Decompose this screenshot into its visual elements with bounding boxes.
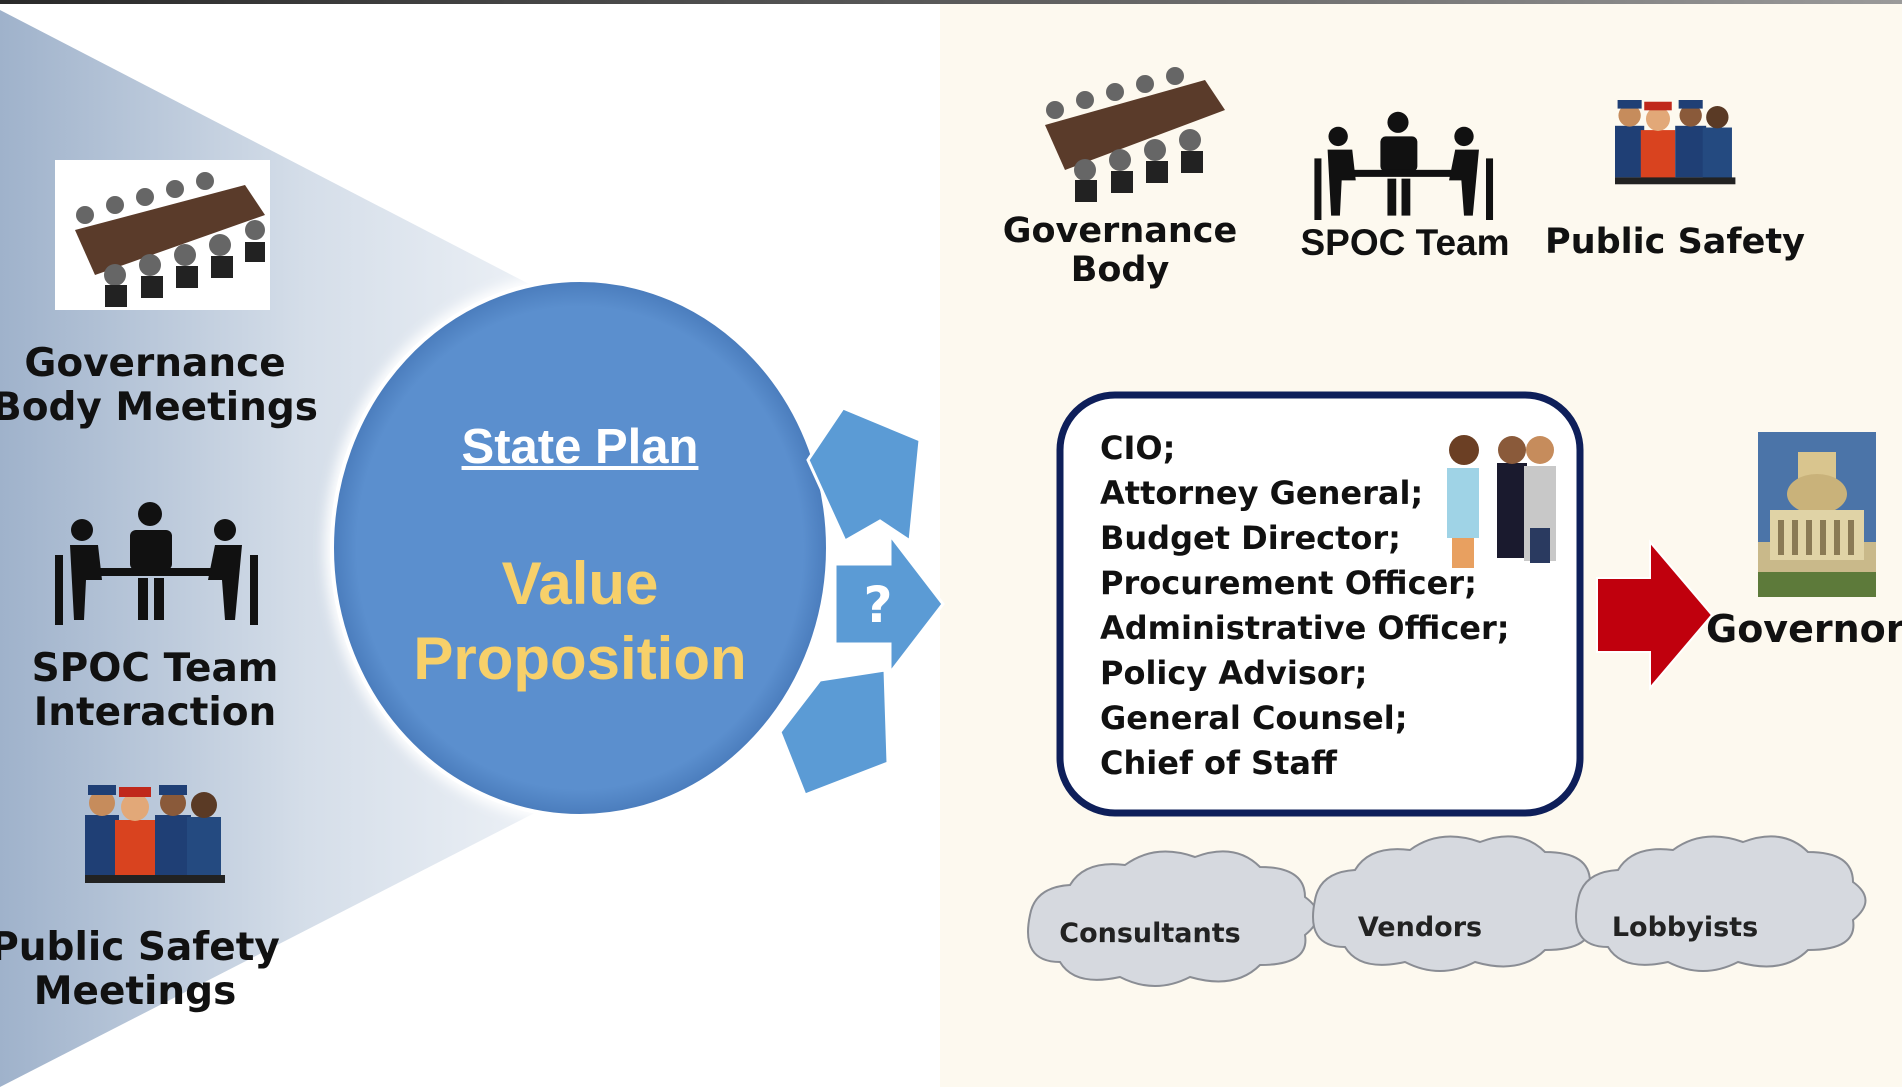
value-proposition-circle	[330, 278, 830, 818]
conference-table-icon	[55, 160, 270, 310]
public-safety-people-icon	[1615, 100, 1736, 185]
capitol-dome-icon	[1758, 432, 1876, 597]
conference-table-icon	[1045, 67, 1225, 202]
blue-arrows	[778, 406, 945, 797]
role-item: CIO;	[1100, 429, 1176, 467]
state-plan-heading: State Plan	[461, 420, 699, 474]
governor-label: Governor	[1706, 607, 1902, 651]
role-item: Chief of Staff	[1100, 744, 1337, 782]
clouds	[1027, 835, 1867, 987]
business-people-icon	[1447, 435, 1556, 568]
right-spoc-label: SPOC Team	[1300, 222, 1510, 263]
cloud-label-consultants: Consultants	[1059, 918, 1241, 949]
role-item: Policy Advisor;	[1100, 654, 1368, 692]
team-meeting-icon	[1314, 111, 1494, 220]
value-label: Value	[501, 550, 659, 617]
right-public-safety-label: Public Safety	[1545, 222, 1805, 262]
cloud-lobbyists	[1575, 835, 1867, 972]
cloud-label-vendors: Vendors	[1357, 912, 1483, 943]
role-item: Procurement Officer;	[1100, 564, 1477, 602]
right-governance-label: Governance Body	[1002, 211, 1238, 291]
left-public-safety-label: Public Safety Meetings	[0, 925, 280, 1014]
left-spoc-label: SPOC Team Interaction	[31, 646, 279, 735]
red-arrow	[1596, 539, 1714, 691]
cloud-label-lobbyists: Lobbyists	[1611, 912, 1759, 943]
team-meeting-icon	[55, 502, 258, 625]
role-item: Budget Director;	[1100, 519, 1401, 557]
role-item: General Counsel;	[1100, 699, 1408, 737]
arrow-top	[806, 406, 922, 544]
arrow-middle	[833, 530, 945, 678]
question-mark: ?	[863, 576, 893, 634]
public-safety-people-icon	[85, 785, 225, 883]
role-item: Administrative Officer;	[1100, 609, 1510, 647]
proposition-label: Proposition	[413, 625, 747, 692]
arrow-bottom	[778, 668, 890, 797]
left-governance-label: Governance Body Meetings	[0, 341, 319, 430]
roles-list: CIO; Attorney General; Budget Director; …	[1100, 426, 1510, 786]
top-bar	[0, 0, 1902, 4]
role-item: Attorney General;	[1100, 474, 1424, 512]
